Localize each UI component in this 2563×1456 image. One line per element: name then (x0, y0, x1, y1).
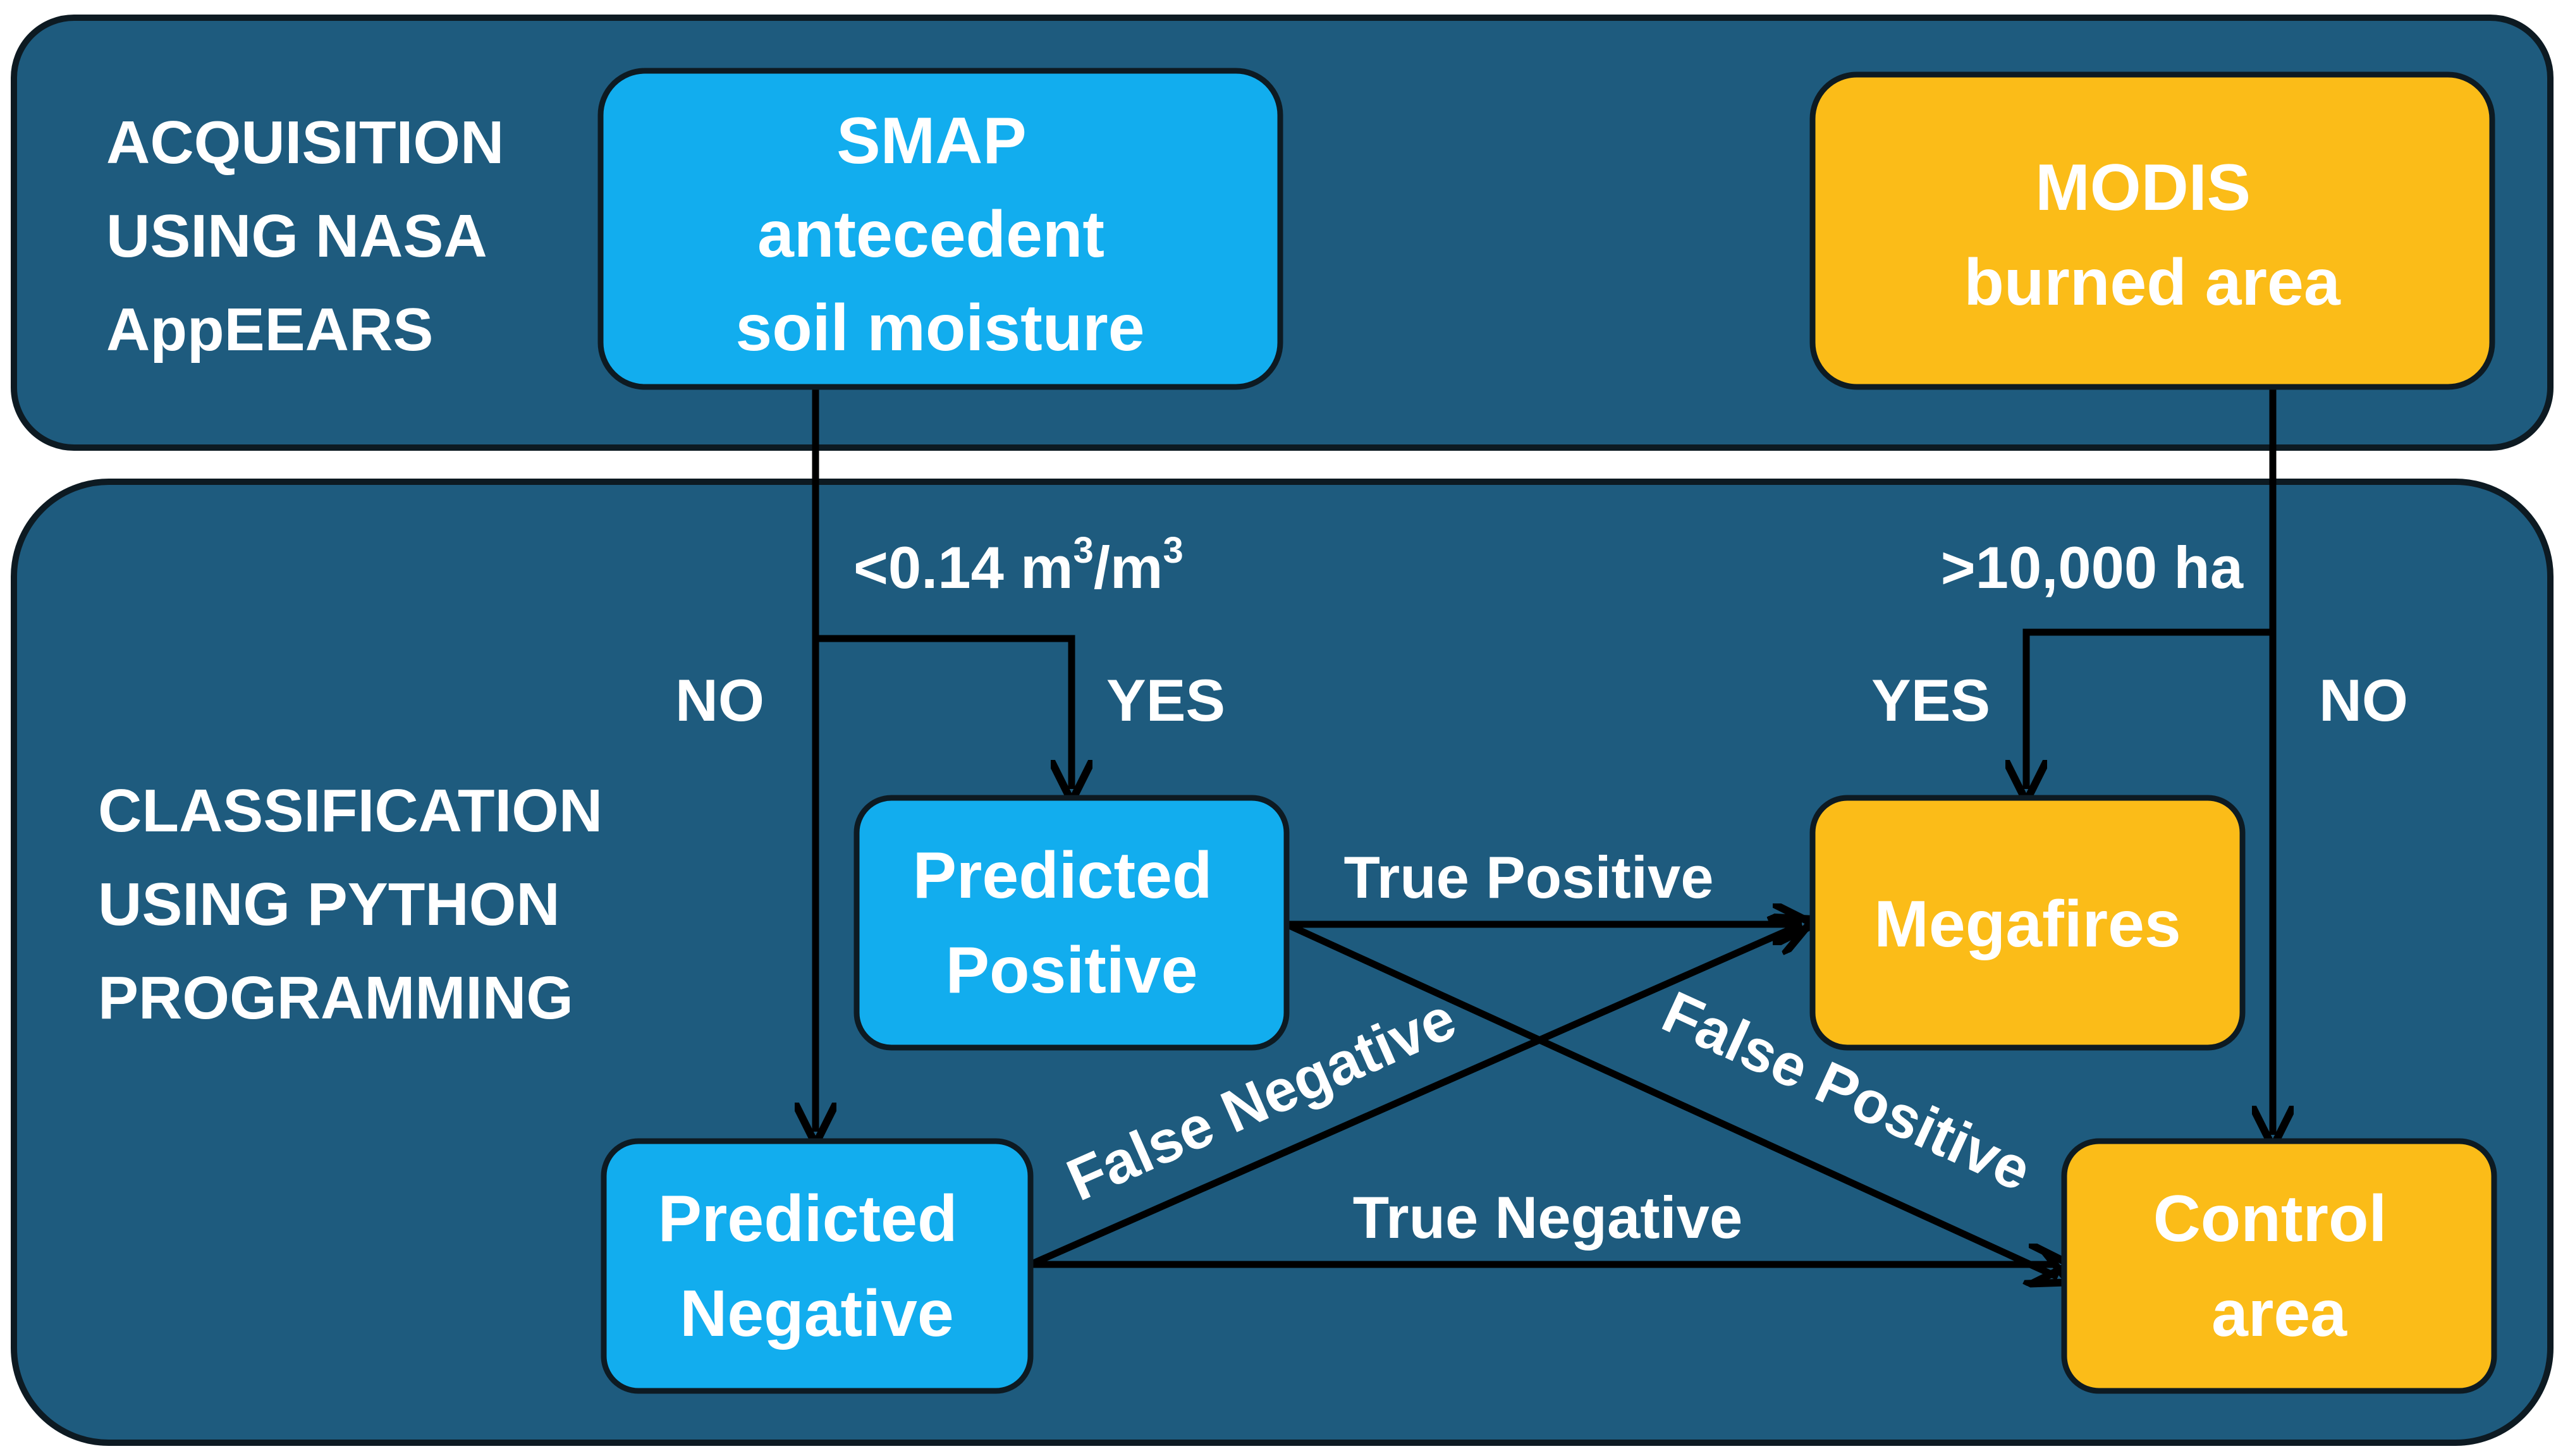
burned-area-threshold: >10,000 ha (1941, 534, 2244, 601)
modis-yes-label: YES (1871, 667, 1990, 733)
modis-box: MODIS burned area (1809, 71, 2495, 390)
predicted-positive-text: Predicted Positive (913, 839, 1231, 1007)
modis-text: MODIS burned area (1964, 151, 2340, 319)
modis-no-label: NO (2319, 667, 2408, 733)
connectors (816, 387, 2273, 1277)
control-area-box: Control area (2061, 1138, 2497, 1394)
smap-yes-label: YES (1106, 667, 1225, 733)
predicted-negative-text: Predicted Negative (658, 1182, 976, 1350)
smap-no-label: NO (675, 667, 764, 733)
arrow-modis-to-megafires (2026, 628, 2273, 789)
true-negative-label: True Negative (1353, 1184, 1742, 1251)
smap-text: SMAP antecedent soil moisture (735, 104, 1144, 365)
megafires-box: Megafires (1809, 795, 2246, 1051)
arrow-false-positive (1285, 921, 2058, 1277)
predicted-negative-box: Predicted Negative (601, 1138, 1034, 1394)
acquisition-label: ACQUISITION USING NASA AppEEARS (106, 109, 521, 364)
control-area-text: Control area (2153, 1182, 2406, 1350)
megafires-text: Megafires (1874, 888, 2181, 961)
predicted-positive-box: Predicted Positive (853, 795, 1290, 1051)
arrow-smap-to-predicted-positive (816, 635, 1072, 789)
smap-box: SMAP antecedent soil moisture (597, 68, 1283, 390)
classification-label: CLASSIFICATION USING PYTHON PROGRAMMING (98, 777, 620, 1032)
true-positive-label: True Positive (1343, 844, 1713, 910)
soil-moisture-threshold: <0.14 m3/m3 (853, 530, 1184, 601)
arrow-false-negative (1029, 924, 1802, 1268)
